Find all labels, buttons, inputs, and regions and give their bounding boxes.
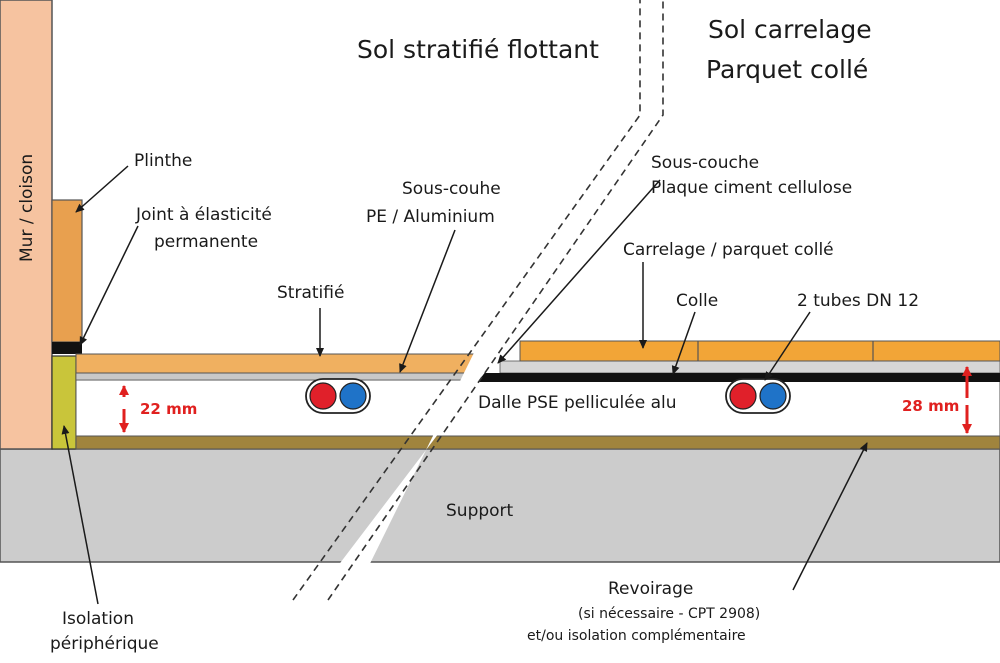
dimension-label-left: 22 mm <box>140 400 197 418</box>
label-souscouche-pe-line1: Sous-couhe <box>402 179 501 199</box>
support-slab <box>0 448 1000 563</box>
pe-aluminium-underlay <box>75 372 477 381</box>
label-joint-line2: permanente <box>154 232 258 252</box>
leader-isolation <box>61 425 99 605</box>
hot-pipe <box>729 382 757 410</box>
leader-joint <box>79 225 139 346</box>
title-tile-floor: Sol carrelage <box>708 15 872 44</box>
label-colle: Colle <box>676 291 718 311</box>
cold-pipe <box>339 382 367 410</box>
leader-revoirage <box>792 442 868 591</box>
label-souscouche-ciment-line1: Sous-couche <box>651 153 759 173</box>
leader-souscouche-ciment <box>497 179 661 364</box>
label-revoirage-line2: (si nécessaire - CPT 2908) <box>578 606 760 622</box>
elastic-joint <box>52 342 82 354</box>
label-joint-line1: Joint à élasticité <box>135 205 272 225</box>
title-floating-floor: Sol stratifié flottant <box>357 35 599 64</box>
leader-plinthe <box>75 165 129 213</box>
title-glued-parquet: Parquet collé <box>706 55 868 84</box>
label-plinthe: Plinthe <box>134 151 192 171</box>
wall <box>0 0 53 450</box>
label-souscouche-pe-line2: PE / Aluminium <box>366 207 495 227</box>
label-isolation-line1: Isolation <box>62 609 134 629</box>
label-support: Support <box>446 501 514 521</box>
label-isolation-line2: périphérique <box>50 634 159 654</box>
cement-board-underlay <box>499 360 1000 374</box>
pse-panel <box>75 379 1000 437</box>
leader-souscouche-pe <box>399 229 456 373</box>
label-tubes: 2 tubes DN 12 <box>797 291 919 311</box>
dimension-label-right: 28 mm <box>902 397 959 415</box>
break-line-right <box>327 0 664 601</box>
tile-layer <box>519 340 1000 362</box>
label-carrelage: Carrelage / parquet collé <box>623 240 834 260</box>
break-line-left <box>292 0 641 601</box>
edge-insulation-strip <box>51 355 77 450</box>
label-revoirage-line1: Revoirage <box>608 579 693 599</box>
screed-strip <box>75 435 1000 450</box>
leader-colle <box>671 311 696 375</box>
label-revoirage-line3: et/ou isolation complémentaire <box>527 628 746 644</box>
glue-layer <box>470 373 1000 382</box>
section-break-band <box>312 300 540 600</box>
leader-tubes <box>764 311 811 381</box>
cold-pipe <box>759 382 787 410</box>
laminate-layer <box>75 353 477 374</box>
label-dalle: Dalle PSE pelliculée alu <box>478 393 677 413</box>
wall-label: Mur / cloison <box>17 154 37 262</box>
plinth <box>51 199 83 343</box>
label-souscouche-ciment-line2: Plaque ciment cellulose <box>651 178 852 198</box>
hot-pipe <box>309 382 337 410</box>
label-stratifie: Stratifié <box>277 283 344 303</box>
